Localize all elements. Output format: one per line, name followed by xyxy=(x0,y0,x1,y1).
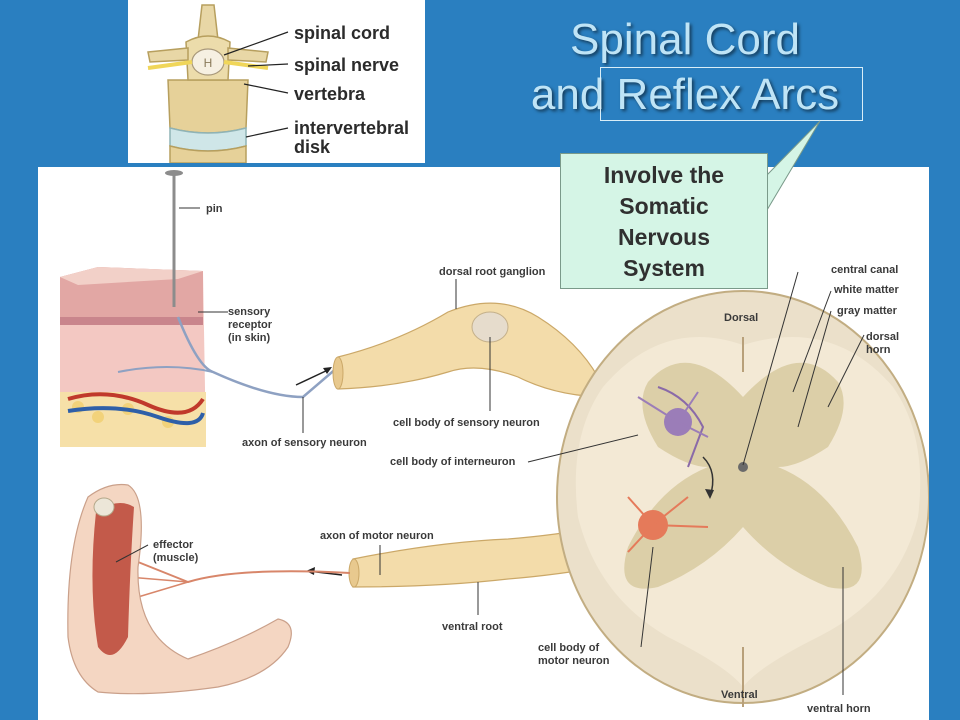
reflex-arc-illustration xyxy=(60,170,929,707)
label-sensory-receptor: sensory receptor (in skin) xyxy=(228,306,273,344)
inset-label-disk: disk xyxy=(294,137,331,157)
title-line-1: Spinal Cord xyxy=(570,15,800,64)
pin xyxy=(165,170,200,307)
label-axon-motor-neuron: axon of motor neuron xyxy=(320,530,434,542)
vertebra-inset: H spinal cord spinal nerve vertebra inte… xyxy=(128,0,425,164)
inset-label-spinal-nerve: spinal nerve xyxy=(294,55,400,75)
label-pin: pin xyxy=(206,203,223,215)
spinal-cord-section xyxy=(556,290,929,707)
label-white-matter: white matter xyxy=(834,284,899,296)
callout-box: Involve the Somatic Nervous System xyxy=(560,153,768,289)
label-gray-matter: gray matter xyxy=(837,305,897,317)
svg-text:H: H xyxy=(204,56,213,70)
vertebra-illustration: H xyxy=(147,4,289,164)
label-ventral-root: ventral root xyxy=(442,621,503,633)
inset-label-spinal-cord: spinal cord xyxy=(294,23,391,43)
label-dorsal-horn: dorsal horn xyxy=(866,331,900,356)
inset-label-vertebra: vertebra xyxy=(294,84,366,104)
label-cell-body-sensory-neuron: cell body of sensory neuron xyxy=(393,417,540,429)
arm xyxy=(67,483,292,695)
label-cell-body-motor-neuron: cell body of motor neuron xyxy=(538,642,610,667)
label-dorsal-root-ganglion: dorsal root ganglion xyxy=(439,266,546,278)
slide-title: Spinal Cord and Reflex Arcs xyxy=(470,12,900,122)
label-ventral-horn: ventral horn xyxy=(807,703,871,715)
skin-block xyxy=(60,267,206,447)
inset-label-intervertebral: intervertebral xyxy=(294,118,410,138)
label-cell-body-interneuron: cell body of interneuron xyxy=(390,456,516,468)
reflex-arc-figure: pin sensory receptor (in skin) dorsal ro… xyxy=(38,167,929,720)
label-effector: effector (muscle) xyxy=(153,539,199,564)
label-axon-sensory-neuron: axon of sensory neuron xyxy=(242,437,367,449)
callout-text: Involve the Somatic Nervous System xyxy=(603,162,725,281)
title-line-2: and Reflex Arcs xyxy=(530,70,840,119)
title-highlight-box xyxy=(600,67,863,121)
label-dorsal: Dorsal xyxy=(724,312,759,324)
label-ventral: Ventral xyxy=(721,689,758,701)
label-central-canal: central canal xyxy=(831,264,899,276)
